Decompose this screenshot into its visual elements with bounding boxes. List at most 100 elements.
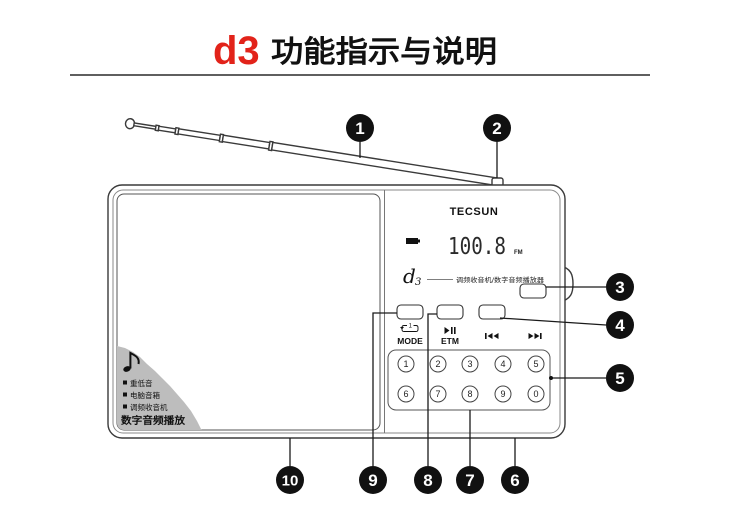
logo-tagline: 调频收音机/数字音频播放器 (456, 275, 545, 284)
repeat-one-icon: 1 (400, 324, 419, 332)
keypad-key-label: 6 (403, 389, 408, 399)
frequency-readout: 100.8 (448, 234, 506, 260)
keypad-key-2: 2 (429, 355, 447, 373)
keypad-key-5: 5 (527, 355, 545, 373)
callout-badge (456, 466, 484, 494)
model-logo: d 3 调频收音机/数字音频播放器 (403, 264, 545, 288)
play-triangle (444, 327, 450, 334)
previous-track-icon (485, 333, 499, 339)
play-pause-button: ETM (436, 304, 464, 346)
callout-badge (359, 466, 387, 494)
callout-leader (499, 317, 607, 326)
callout-number: 6 (510, 471, 519, 490)
prev-bar (485, 333, 487, 339)
callout-badge (501, 466, 529, 494)
note-stem (129, 351, 140, 369)
callout-6: 6 (501, 438, 529, 494)
callout-number: 3 (615, 278, 624, 297)
callout-number: 4 (615, 316, 625, 335)
next-triangle (528, 333, 534, 339)
repeat-arrowhead (400, 327, 404, 330)
feature-item: 调频收音机 (130, 402, 168, 412)
callout-number: 5 (615, 369, 624, 388)
callout-7: 7 (456, 410, 484, 494)
callout-badge (606, 273, 634, 301)
antenna-section (157, 125, 177, 134)
feature-shading (117, 346, 202, 430)
antenna-section (221, 134, 271, 150)
callout-10: 10 (276, 438, 304, 494)
keypad-key-label: 3 (467, 359, 472, 369)
next-button-cap (519, 283, 547, 299)
keypad-key-label: 8 (467, 389, 472, 399)
pause-bar (454, 327, 456, 334)
callout-badge (483, 114, 511, 142)
repeat-badge: 1 (409, 324, 413, 330)
brand-logo: TECSUN (450, 206, 499, 218)
antenna-section (132, 122, 157, 130)
prev-triangle (493, 333, 499, 339)
speaker-feature-panel: 重低音 电脑音箱 调频收音机 数字音频播放 (117, 346, 202, 430)
callout-leader (372, 312, 397, 466)
previous-button-cap (478, 304, 506, 320)
callout-number: 1 (355, 119, 364, 138)
battery-body (406, 238, 418, 244)
feature-caption: 数字音频播放 (121, 414, 186, 427)
antenna-section (177, 127, 222, 142)
callout-badge (276, 466, 304, 494)
keypad-key-3: 3 (461, 355, 479, 373)
keypad-key-label: 9 (500, 389, 505, 399)
feature-bullet (123, 404, 127, 409)
callout-number: 7 (465, 471, 474, 490)
callout-2: 2 (483, 114, 511, 178)
feature-bullet (123, 392, 127, 397)
callout-badge (606, 311, 634, 339)
mode-button: 1 MODE (396, 304, 424, 346)
keypad-key-label: 2 (435, 359, 440, 369)
play-pause-button-cap (436, 304, 464, 320)
callout-number: 9 (368, 471, 377, 490)
pause-bar (451, 327, 453, 334)
keypad-key-4: 4 (494, 355, 512, 373)
antenna-base-section (270, 141, 497, 187)
keypad-key-7: 7 (429, 385, 447, 403)
feature-bullet (123, 380, 127, 385)
diagram-header: d3 功能指示与说明 (70, 29, 650, 76)
callout-number: 8 (423, 471, 432, 490)
callout-8: 8 (414, 313, 442, 494)
repeat-loop (401, 325, 419, 332)
callout-9: 9 (359, 312, 397, 494)
model-title: d3 (213, 29, 260, 73)
callout-1: 1 (346, 114, 374, 158)
next-bar (540, 333, 542, 339)
keypad-key-0: 0 (527, 385, 545, 403)
next-triangle (534, 333, 540, 339)
keypad-key-1: 1 (397, 355, 415, 373)
numeric-keypad: 1 2 3 4 5 6 7 8 9 0 (387, 349, 551, 411)
page-title: 功能指示与说明 (271, 35, 497, 70)
callout-badge (346, 114, 374, 142)
feature-item: 电脑音箱 (130, 390, 160, 400)
battery-tip (418, 239, 420, 243)
previous-track-button (478, 304, 506, 339)
callout-badge (414, 466, 442, 494)
callout-5: 5 (549, 364, 634, 392)
speaker-grille (116, 193, 381, 431)
keypad-key-9: 9 (494, 385, 512, 403)
feature-item: 重低音 (130, 378, 153, 388)
battery-icon (406, 238, 420, 244)
logo-model-number: 3 (415, 277, 421, 288)
prev-triangle (487, 333, 493, 339)
callouts: 1 2 3 4 5 6 7 (276, 114, 634, 494)
play-pause-icon (444, 327, 456, 334)
lcd-display: 100.8 FM (406, 234, 523, 260)
callout-3: 3 (546, 273, 634, 301)
etm-label: ETM (441, 336, 459, 346)
logo-model-letter: d (403, 264, 416, 288)
keypad-key-label: 4 (500, 359, 505, 369)
next-track-icon (528, 333, 542, 339)
callout-number: 10 (282, 473, 299, 490)
keypad-key-label: 7 (435, 389, 440, 399)
mode-button-cap (396, 304, 424, 320)
